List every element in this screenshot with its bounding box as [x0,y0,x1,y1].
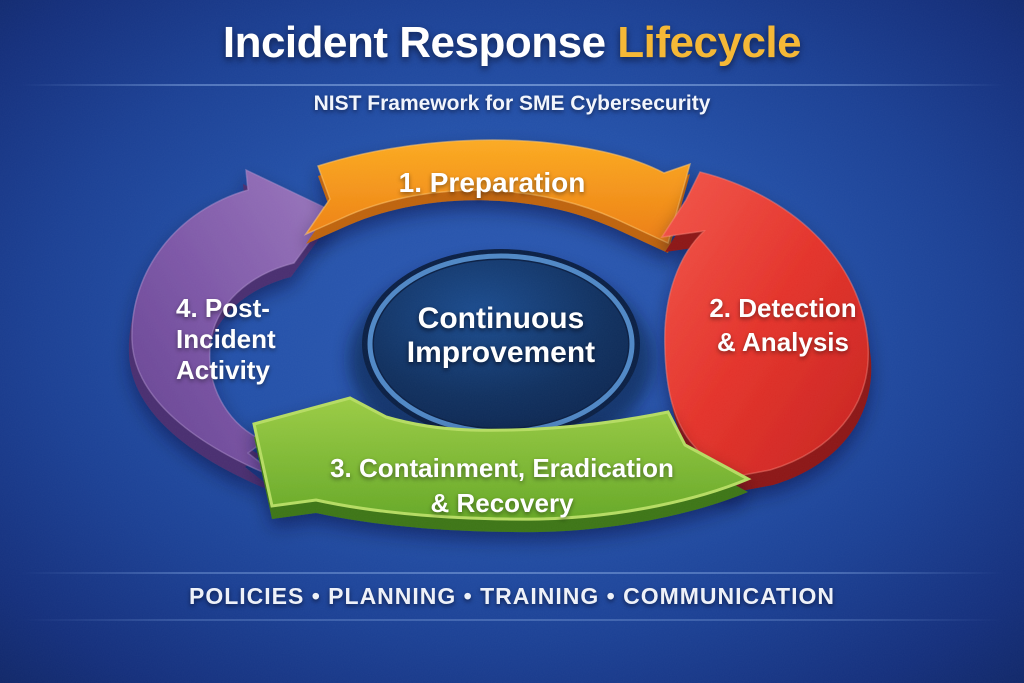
stage-2-line2: & Analysis [717,327,849,357]
stage-2-label: 2. Detection & Analysis [701,291,865,359]
center-line2: Improvement [406,336,596,369]
stage-4-line2: Incident [176,324,276,354]
center-line1: Continuous [417,302,585,335]
footer-divider-bottom [0,619,1024,621]
footer-divider-top [0,572,1024,574]
stage-3-line2: & Recovery [430,488,574,518]
center-label: Continuous Improvement [351,302,651,370]
stage-3-label: 3. Containment, Eradication & Recovery [302,451,702,521]
footer-keywords: POLICIES • PLANNING • TRAINING • COMMUNI… [189,583,835,609]
stage-4-label: 4. Post- Incident Activity [176,293,326,386]
stage-1-label: 1. Preparation [332,167,652,199]
stage-4-line1: 4. Post- [176,293,270,323]
stage-2-line1: 2. Detection [709,293,857,323]
stage-1-line1: 1. Preparation [398,167,586,198]
stage-3-line1: 3. Containment, Eradication [330,453,674,483]
stage-4-line3: Activity [176,355,270,385]
